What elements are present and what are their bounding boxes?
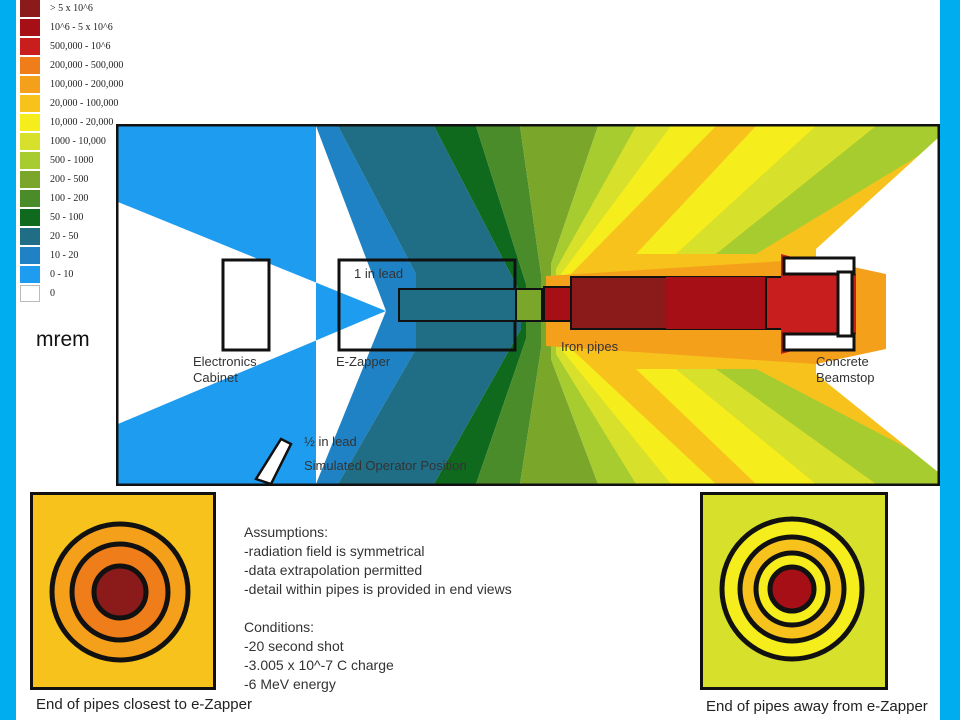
e-zapper-exit — [515, 288, 543, 322]
stripe — [716, 126, 938, 254]
legend-swatch — [20, 133, 40, 150]
legend-label: 10 - 20 — [50, 250, 79, 261]
stripe — [676, 369, 876, 484]
legend-swatch — [20, 266, 40, 283]
iron-pipe-1-far — [666, 277, 766, 329]
assumption-item: -data extrapolation permitted — [244, 562, 423, 578]
legend-label: 10,000 - 20,000 — [50, 117, 114, 128]
zone-100-200 — [476, 126, 541, 484]
assumption-item: -radiation field is symmetrical — [244, 543, 425, 559]
conditions-title: Conditions: — [244, 619, 315, 635]
assumption-item: -detail within pipes is provided in end … — [244, 581, 512, 597]
zone-0-10 — [118, 126, 386, 484]
beamstop-back — [836, 270, 854, 338]
diagram-panel: > 5 x 10^6 10^6 - 5 x 10^6 500,000 - 10^… — [16, 0, 940, 720]
legend-label: 100,000 - 200,000 — [50, 79, 124, 90]
condition-item: -3.005 x 10^-7 C charge — [244, 657, 394, 673]
legend-swatch — [20, 228, 40, 245]
beamstop-top — [782, 256, 856, 276]
legend-swatch — [20, 285, 40, 302]
legend-swatch — [20, 38, 40, 55]
legend-swatch — [20, 19, 40, 36]
legend-label: 200 - 500 — [50, 174, 89, 185]
stripe — [636, 126, 816, 254]
legend-swatch — [20, 57, 40, 74]
label-electronics-cabinet: Electronics Cabinet — [193, 354, 257, 385]
legend-label: 50 - 100 — [50, 212, 84, 223]
end-view-near — [30, 492, 216, 690]
legend-swatch — [20, 0, 40, 17]
legend-label: 500 - 1000 — [50, 155, 94, 166]
legend-swatch — [20, 247, 40, 264]
label-operator-position: Simulated Operator Position — [304, 458, 467, 473]
legend-swatch — [20, 95, 40, 112]
electronics-cabinet — [221, 258, 271, 352]
beamstop-bottom — [782, 332, 856, 352]
pipe-coupling — [543, 286, 572, 322]
legend-swatch — [20, 114, 40, 131]
legend-label: 20,000 - 100,000 — [50, 98, 119, 109]
legend-swatch — [20, 190, 40, 207]
legend-label: > 5 x 10^6 — [50, 3, 93, 14]
zone-200-500 — [520, 126, 598, 484]
label-lead-half-in: ½ in lead — [304, 434, 357, 449]
dose-map — [116, 124, 940, 486]
legend-label: 1000 - 10,000 — [50, 136, 106, 147]
stripe — [676, 126, 876, 254]
label-iron-pipes: Iron pipes — [561, 339, 619, 354]
legend-unit: mrem — [36, 328, 90, 351]
stripe — [636, 369, 816, 484]
end-view-far — [700, 492, 888, 690]
caption-near: End of pipes closest to e-Zapper — [36, 696, 252, 713]
assumptions-title: Assumptions: — [244, 524, 329, 540]
condition-item: -6 MeV energy — [244, 676, 336, 692]
legend-swatch — [20, 209, 40, 226]
legend-label: 200,000 - 500,000 — [50, 60, 124, 71]
condition-item: -20 second shot — [244, 638, 344, 654]
zone-50-100 — [434, 126, 526, 484]
zone-10-20 — [316, 126, 416, 484]
legend-label: 0 - 10 — [50, 269, 74, 280]
legend-label: 20 - 50 — [50, 231, 79, 242]
label-concrete-beamstop: Concrete Beamstop — [816, 354, 875, 385]
legend-swatch — [20, 171, 40, 188]
legend-label: 0 — [50, 288, 55, 299]
legend-label: 10^6 - 5 x 10^6 — [50, 22, 113, 33]
label-lead-1in: 1 in lead — [354, 266, 404, 281]
caption-far: End of pipes away from e-Zapper — [706, 698, 928, 715]
e-zapper — [398, 288, 517, 322]
room-wall — [116, 124, 940, 486]
legend-swatch — [20, 152, 40, 169]
legend-swatch — [20, 76, 40, 93]
label-e-zapper: E-Zapper — [336, 354, 391, 369]
legend-label: 100 - 200 — [50, 193, 89, 204]
legend-label: 500,000 - 10^6 — [50, 41, 111, 52]
stripe — [716, 369, 938, 484]
